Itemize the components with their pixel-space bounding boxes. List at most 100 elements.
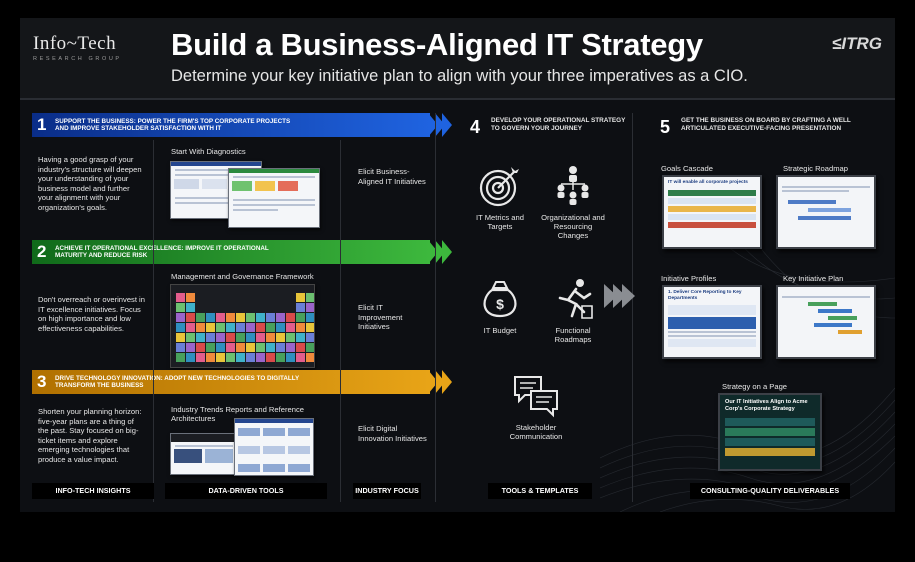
strategy-on-a-page-thumbnail: Our IT Initiatives Align to Acme Corp's … bbox=[718, 393, 822, 471]
framework-cell bbox=[306, 333, 314, 342]
framework-cell bbox=[266, 343, 275, 352]
framework-cell bbox=[176, 303, 185, 312]
itrg-logo: ≤ITRG bbox=[832, 34, 882, 53]
framework-cell bbox=[256, 333, 265, 342]
framework-cell bbox=[196, 323, 205, 332]
imperative-3-insight: Shorten your planning horizon: five-year… bbox=[38, 407, 142, 464]
goals-cascade-thumb-title: IT will enable all corporate projects bbox=[668, 180, 748, 185]
footer-focus: Industry Focus bbox=[353, 483, 421, 499]
strategy-page-thumb-title: Our IT Initiatives Align to Acme Corp's … bbox=[725, 399, 808, 412]
framework-cell bbox=[176, 323, 185, 332]
initiative-profiles-label: Initiative Profiles bbox=[661, 274, 717, 283]
framework-cell bbox=[176, 353, 185, 362]
framework-cell bbox=[236, 333, 245, 342]
framework-cell bbox=[206, 313, 215, 322]
framework-cell bbox=[206, 333, 215, 342]
framework-cell bbox=[276, 353, 285, 362]
framework-cell bbox=[296, 303, 305, 312]
framework-cell bbox=[236, 313, 245, 322]
framework-cell bbox=[186, 353, 195, 362]
framework-cell bbox=[176, 343, 185, 352]
framework-cell bbox=[196, 353, 205, 362]
framework-cell bbox=[226, 333, 235, 342]
framework-cell bbox=[216, 343, 225, 352]
framework-cell bbox=[276, 313, 285, 322]
goals-cascade-thumbnail: IT will enable all corporate projects bbox=[662, 175, 762, 249]
framework-cell bbox=[296, 343, 305, 352]
framework-cell bbox=[206, 343, 215, 352]
framework-cell bbox=[266, 353, 275, 362]
footer-tools-templates: Tools & Templates bbox=[488, 483, 592, 499]
framework-cell bbox=[306, 293, 314, 302]
chevron-arrow-icon bbox=[428, 240, 452, 264]
framework-cell bbox=[186, 313, 195, 322]
it-metrics-label: IT Metrics and Targets bbox=[476, 213, 524, 231]
framework-cell bbox=[186, 323, 195, 332]
imperative-3-number: 3 bbox=[37, 372, 47, 391]
target-icon bbox=[479, 167, 519, 207]
framework-cell bbox=[206, 353, 215, 362]
imperative-1-focus: Elicit Business-Aligned IT Initiatives bbox=[358, 167, 426, 186]
imperative-1-tool-label: Start With Diagnostics bbox=[171, 147, 246, 156]
page-subtitle: Determine your key initiative plan to al… bbox=[171, 67, 748, 85]
framework-cell bbox=[286, 313, 295, 322]
imperative-2-insight: Don't overreach or overinvest in IT exce… bbox=[38, 295, 145, 333]
framework-cell bbox=[266, 323, 275, 332]
imperative-1-insight: Having a good grasp of your industry's s… bbox=[38, 155, 142, 212]
framework-cell bbox=[246, 343, 255, 352]
chevron-arrow-icon bbox=[428, 370, 452, 394]
framework-cell bbox=[186, 333, 195, 342]
framework-cell bbox=[176, 293, 185, 302]
section-4-heading: 4 Develop your operational strategy to g… bbox=[470, 117, 628, 138]
framework-cell bbox=[226, 343, 235, 352]
framework-cell bbox=[276, 343, 285, 352]
imperative-1-number: 1 bbox=[37, 115, 47, 134]
strategic-roadmap-label: Strategic Roadmap bbox=[783, 164, 849, 173]
framework-cell bbox=[306, 303, 314, 312]
imperative-2-number: 2 bbox=[37, 242, 47, 261]
framework-cell bbox=[306, 353, 314, 362]
framework-cell bbox=[196, 333, 205, 342]
framework-cell bbox=[226, 313, 235, 322]
key-initiative-plan-thumb-title bbox=[778, 287, 874, 290]
header: Info~Tech RESEARCH GROUP Build a Busines… bbox=[20, 18, 895, 98]
strategic-roadmap-thumbnail bbox=[776, 175, 876, 249]
framework-cell bbox=[176, 333, 185, 342]
framework-cell bbox=[236, 353, 245, 362]
footer-insights: Info-Tech Insights bbox=[32, 483, 154, 499]
framework-cell bbox=[216, 323, 225, 332]
it-budget-label: IT Budget bbox=[483, 326, 517, 335]
imperative-3-tool-label: Industry Trends Reports and Reference Ar… bbox=[171, 405, 304, 423]
stakeholder-comm-item: Stakeholder Communication bbox=[501, 373, 571, 441]
framework-cell bbox=[306, 343, 314, 352]
framework-cell bbox=[296, 333, 305, 342]
imperative-2-banner: 2 Achieve IT operational excellence: Imp… bbox=[32, 240, 452, 264]
svg-text:$: $ bbox=[496, 296, 504, 312]
framework-cell bbox=[226, 353, 235, 362]
framework-cell bbox=[296, 313, 305, 322]
framework-cell bbox=[246, 323, 255, 332]
imperative-1-banner: 1 Support the business: Power the firm's… bbox=[32, 113, 452, 137]
section-5-number: 5 bbox=[660, 117, 671, 137]
framework-cell bbox=[186, 303, 195, 312]
imperative-3-title: Drive technology innovation: Adopt new t… bbox=[55, 374, 300, 390]
framework-cell bbox=[286, 343, 295, 352]
framework-cell bbox=[236, 343, 245, 352]
framework-cell bbox=[226, 323, 235, 332]
initiative-profiles-thumbnail: 1. Deliver Core Reporting to Key Departm… bbox=[662, 285, 762, 359]
framework-cell bbox=[246, 333, 255, 342]
imperative-2-tool-label: Management and Governance Framework bbox=[171, 272, 314, 281]
framework-cell bbox=[286, 323, 295, 332]
framework-cell bbox=[196, 313, 205, 322]
key-initiative-plan-thumbnail bbox=[776, 285, 876, 359]
section-5-heading: 5 Get the business on board by crafting … bbox=[660, 117, 868, 138]
framework-cell bbox=[256, 323, 265, 332]
framework-cell bbox=[306, 323, 314, 332]
framework-cell bbox=[276, 333, 285, 342]
imperative-1-title: Support the business: Power the firm's t… bbox=[55, 117, 291, 133]
framework-cell bbox=[306, 313, 314, 322]
logo-name: Info~Tech bbox=[33, 33, 117, 54]
column-divider bbox=[435, 113, 436, 502]
framework-cell bbox=[216, 313, 225, 322]
trends-report-thumbnail bbox=[170, 433, 238, 475]
